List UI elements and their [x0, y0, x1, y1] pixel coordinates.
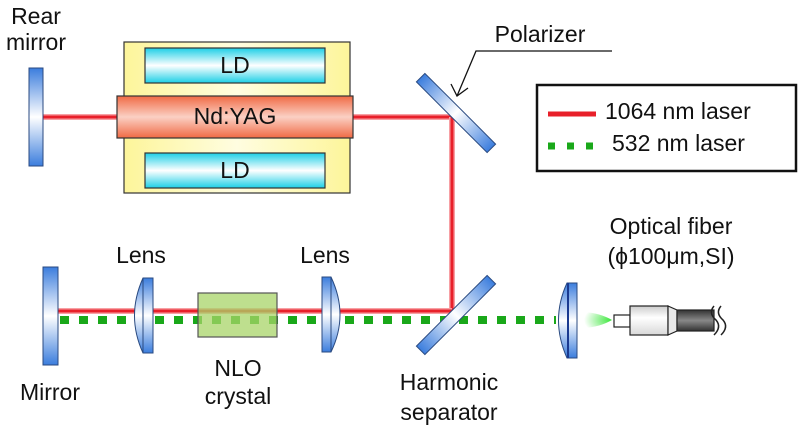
mirror: [42, 266, 59, 366]
lens-right-label: Lens: [300, 242, 350, 268]
laser-diode-top-label: LD: [220, 52, 249, 78]
optical-fiber-cable: [676, 309, 715, 332]
lens-left-label: Lens: [116, 242, 166, 268]
nlo-crystal-label-line2: crystal: [205, 383, 271, 409]
legend-label-532nm: 532 nm laser: [612, 130, 745, 156]
laser-diode-bottom: [144, 152, 326, 189]
lens-right: [321, 276, 341, 353]
laser-diode-bottom-label: LD: [220, 157, 249, 183]
harmonic-separator-label-line1: Harmonic: [400, 369, 498, 395]
rear-mirror: [28, 67, 44, 167]
focused-beam-glow: [584, 312, 612, 328]
legend-label-1064nm: 1064 nm laser: [605, 98, 751, 124]
harmonic-separator: [415, 274, 497, 356]
polarizer-leader-arrow: [450, 50, 612, 97]
lens-left: [134, 277, 154, 354]
rear-mirror-label-line2: mirror: [6, 29, 66, 55]
nd-yag-rod: [116, 95, 354, 139]
nlo-crystal-label-line1: NLO: [214, 355, 261, 381]
polarizer-label: Polarizer: [495, 21, 586, 47]
mirror-label: Mirror: [20, 379, 80, 405]
nd-yag-label: Nd:YAG: [194, 103, 277, 129]
coupling-lens: [558, 282, 578, 359]
harmonic-separator-label-line2: separator: [400, 399, 498, 425]
optical-fiber-label-line1: Optical fiber: [610, 213, 733, 239]
laser-diode-top: [144, 47, 326, 84]
optical-fiber-label-line2: (ϕ100μm,SI): [607, 243, 734, 269]
optical-fiber-connector: [613, 305, 727, 336]
nlo-crystal: [197, 292, 278, 338]
legend: 1064 nm laser 532 nm laser: [535, 83, 798, 173]
polarizer: [415, 72, 497, 154]
rear-mirror-label-line1: Rear: [11, 3, 61, 29]
